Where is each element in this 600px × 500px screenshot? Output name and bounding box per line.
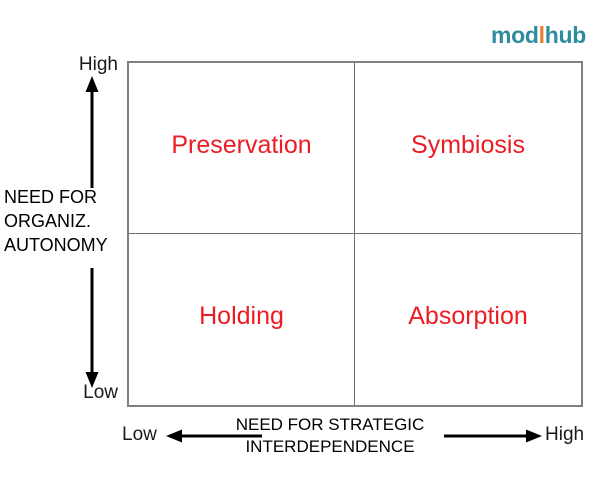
logo-text-part1: mod	[491, 22, 539, 48]
quadrant-top-right: Symbiosis	[355, 63, 581, 234]
logo-text-part3: hub	[544, 22, 587, 48]
quadrant-top-left: Preservation	[129, 63, 355, 234]
quadrant-label-holding: Holding	[199, 302, 284, 330]
y-axis-high-label: High	[78, 54, 118, 75]
quadrant-bottom-right: Absorption	[355, 234, 581, 405]
quadrant-label-symbiosis: Symbiosis	[411, 130, 525, 159]
y-axis-label-line2: ORGANIZ.	[4, 210, 92, 231]
quadrant-label-absorption: Absorption	[408, 302, 528, 330]
quadrant-label-preservation: Preservation	[171, 130, 312, 159]
y-axis-label: NEED FOR ORGANIZ. AUTONOMY	[0, 186, 124, 258]
y-axis-label-line3: AUTONOMY	[4, 234, 108, 255]
x-axis-label-line1: NEED FOR STRATEGIC	[235, 415, 425, 434]
x-axis-label-line2: INTERDEPENDENCE	[245, 436, 415, 456]
y-axis-low-label: Low	[83, 382, 118, 403]
y-axis-down-arrow-icon	[78, 268, 106, 388]
y-axis-up-arrow-icon	[78, 76, 106, 188]
x-axis-high-label: High	[545, 424, 585, 445]
matrix-grid: Preservation Symbiosis Holding Absorptio…	[127, 61, 583, 407]
x-axis-label: NEED FOR STRATEGIC INTERDEPENDENCE	[230, 414, 430, 458]
x-axis-low-label: Low	[122, 424, 157, 445]
modlhub-logo: modlhub	[491, 24, 586, 47]
x-axis-right-arrow-icon	[444, 427, 542, 445]
y-axis-label-line1: NEED FOR	[4, 187, 98, 207]
logo-text-part2: l	[538, 22, 545, 48]
quadrant-bottom-left: Holding	[129, 234, 355, 405]
x-axis-left-arrow-icon	[166, 427, 262, 445]
